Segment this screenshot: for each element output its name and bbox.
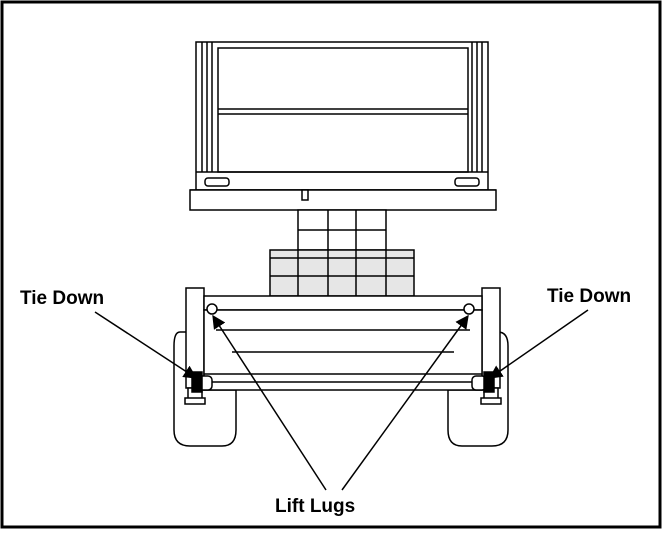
label-tie-down-left: Tie Down: [20, 288, 105, 309]
lift-lug-left: [206, 303, 218, 315]
arrow-lift-lug-left: [212, 314, 327, 491]
lift-lug-right: [463, 303, 475, 315]
arrow-tie-down-left: [94, 311, 198, 379]
arrow-tie-down-right: [488, 309, 589, 379]
lift-lug-markers: [206, 303, 475, 315]
arrow-lift-lug-right: [341, 314, 469, 491]
platform-deck: [189, 41, 497, 211]
label-tie-down-right: Tie Down: [547, 286, 632, 307]
label-lift-lugs: Lift Lugs: [275, 496, 356, 517]
leader-arrows: [94, 309, 589, 491]
scissor-stack: [297, 209, 387, 251]
